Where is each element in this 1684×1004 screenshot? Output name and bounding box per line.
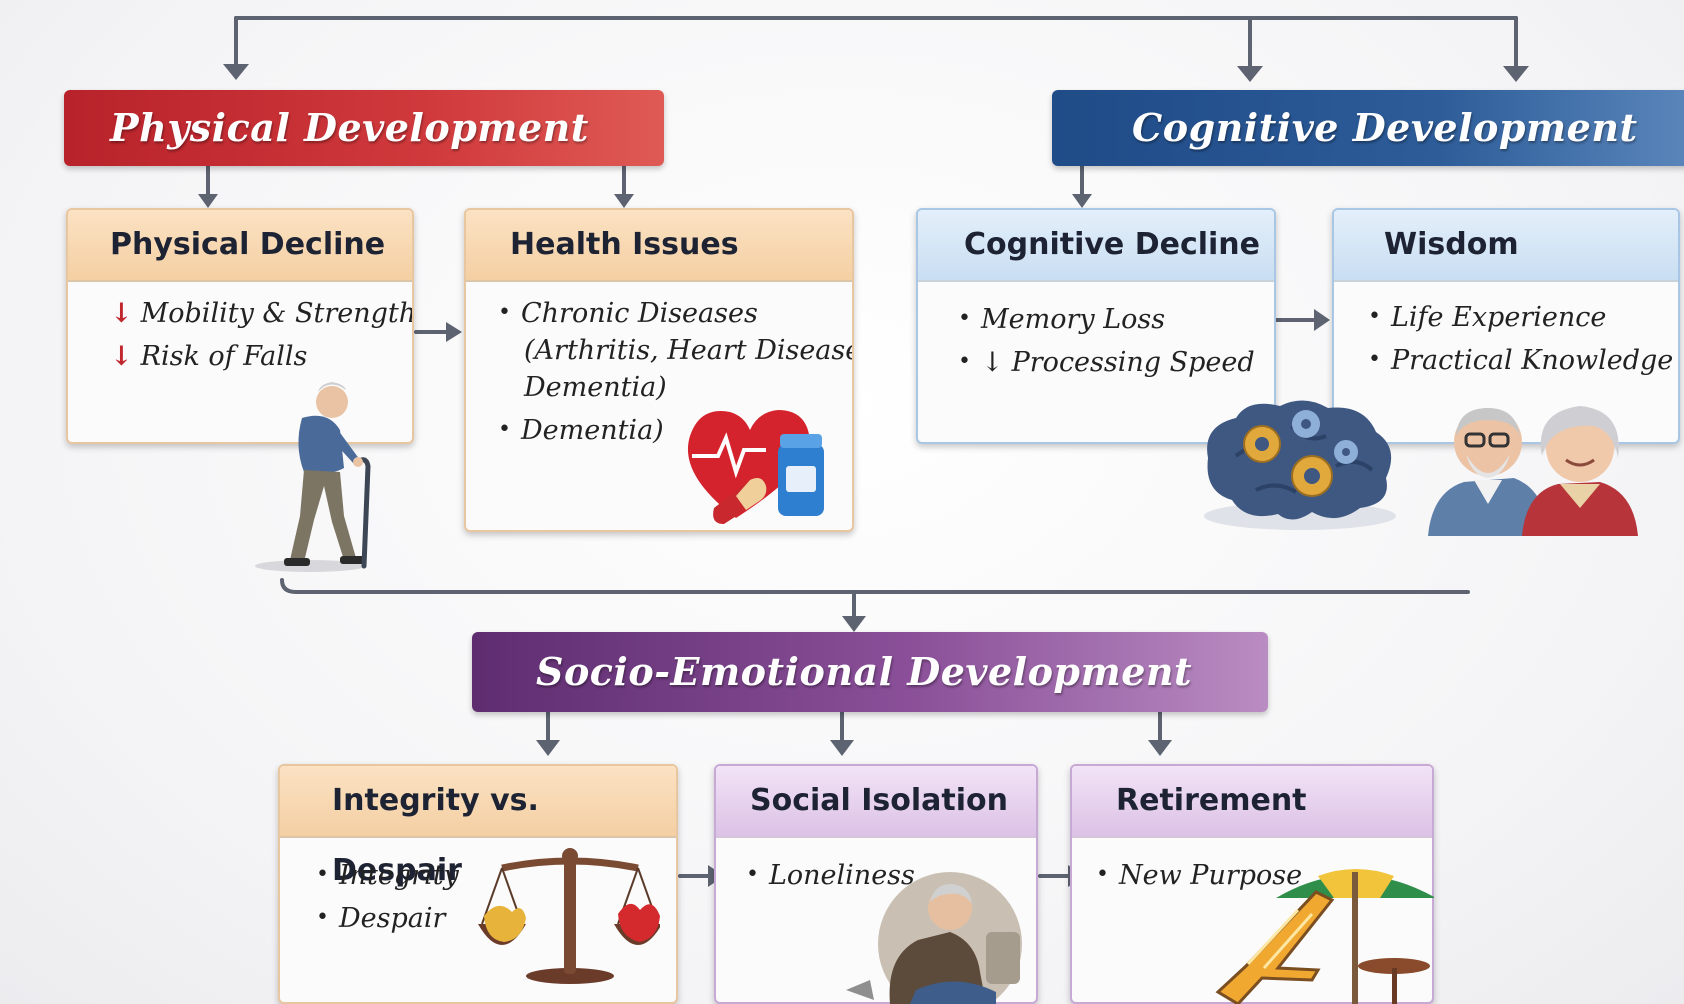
middle-bracket-line (280, 578, 1470, 594)
health-issues-item: •Dementia) (498, 415, 664, 446)
integrity-vs-despair-card: Integrity vs. Despair •Integrity •Despai… (278, 764, 678, 1004)
cognitive-decline-title: Cognitive Decline (918, 210, 1274, 282)
wisdom-title: Wisdom (1334, 210, 1678, 282)
physical-decline-card: Physical Decline ↓Mobility & Strength ↓R… (66, 208, 414, 444)
health-issues-item-detail: (Arthritis, Heart Disease, (524, 335, 854, 366)
health-issues-item-detail: Dementia) (524, 372, 667, 403)
cognitive-decline-item: •Memory Loss (958, 304, 1166, 335)
physical-development-title: Physical Development (110, 105, 589, 150)
health-issues-item: •Chronic Diseases (498, 298, 758, 329)
wisdom-item: •Practical Knowledge (1368, 345, 1674, 376)
heart-and-medicine-icon (687, 410, 824, 524)
health-issues-title: Health Issues (466, 210, 852, 282)
wisdom-item: •Life Experience (1368, 302, 1607, 333)
physical-development-banner: Physical Development (64, 90, 664, 166)
elderly-man-with-cane-icon (255, 382, 371, 572)
health-issues-card: Health Issues •Chronic Diseases (Arthrit… (464, 208, 854, 532)
elderly-couple-icon (1428, 406, 1638, 536)
socio-emotional-development-banner: Socio-Emotional Development (472, 632, 1268, 712)
social-isolation-title: Social Isolation (716, 766, 1036, 838)
down-arrow-icon: ↓ (980, 347, 1004, 378)
down-arrow-icon: ↓ (110, 341, 133, 372)
integrity-item: •Despair (316, 903, 446, 934)
cognitive-decline-item: •↓Processing Speed (958, 347, 1255, 378)
socio-emotional-development-title: Socio-Emotional Development (536, 649, 1193, 694)
balance-scale-icon (478, 848, 660, 984)
physical-decline-title: Physical Decline (68, 210, 412, 282)
cognitive-development-banner: Cognitive Development (1052, 90, 1684, 166)
integrity-vs-despair-title: Integrity vs. Despair (280, 766, 676, 888)
social-isolation-item: •Loneliness (746, 860, 915, 891)
integrity-item: •Integrity (316, 860, 459, 891)
physical-decline-item: ↓Risk of Falls (110, 341, 308, 372)
down-arrow-icon: ↓ (110, 298, 133, 329)
wisdom-card: Wisdom •Life Experience •Practical Knowl… (1332, 208, 1680, 444)
cognitive-decline-card: Cognitive Decline •Memory Loss •↓Process… (916, 208, 1276, 444)
beach-chair-umbrella-icon (1215, 869, 1434, 1004)
cognitive-development-title: Cognitive Development (1132, 105, 1638, 150)
brain-gears-icon (1204, 400, 1396, 530)
retirement-item: •New Purpose (1096, 860, 1303, 891)
physical-decline-item: ↓Mobility & Strength (110, 298, 414, 329)
lonely-elder-icon (846, 872, 1022, 1004)
retirement-title: Retirement (1072, 766, 1432, 838)
